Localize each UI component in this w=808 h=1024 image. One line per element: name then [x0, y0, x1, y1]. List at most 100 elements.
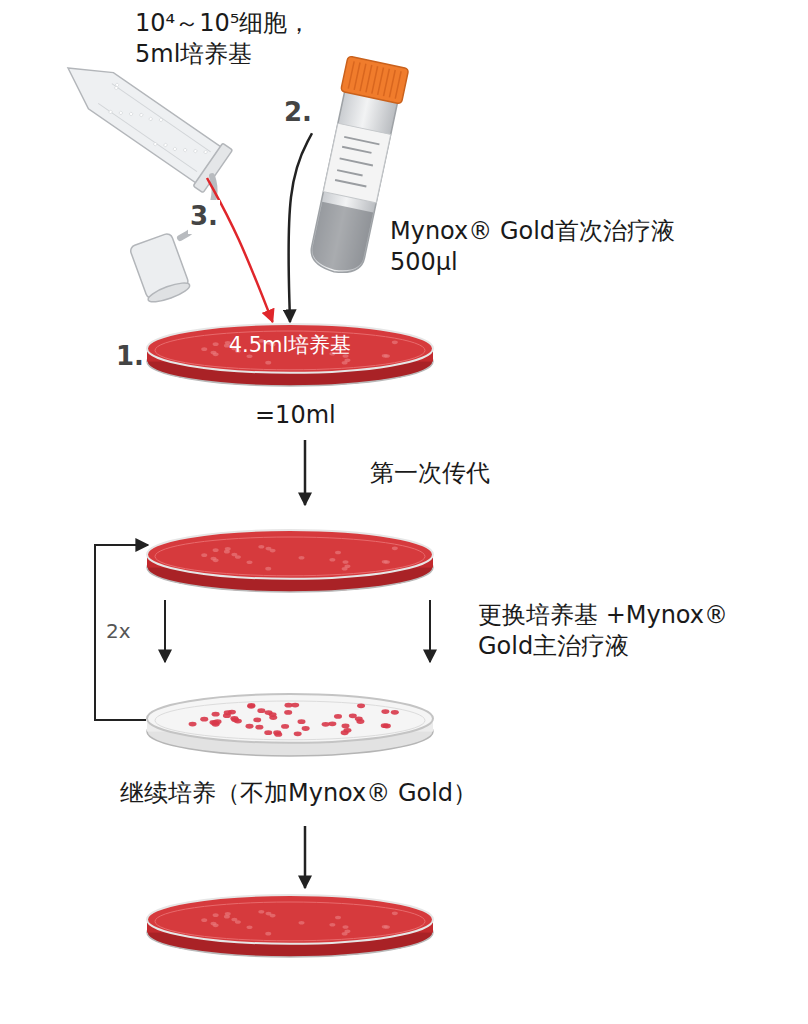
cell-dot: [264, 730, 272, 735]
cap-rib: [395, 71, 401, 98]
dish-shape: [145, 692, 435, 758]
cell-dot: [265, 710, 273, 715]
speckle: [114, 86, 118, 90]
dish-caption: 继续培养（不加Mynox® Gold）: [120, 778, 477, 809]
cell-dot: [343, 560, 349, 564]
cell-dot: [334, 714, 342, 719]
cell-dot: [235, 920, 241, 924]
volume-total: =10ml: [255, 400, 336, 431]
speckle: [183, 148, 187, 152]
cell-dot: [344, 565, 350, 569]
cell-dot: [247, 560, 253, 564]
cell-dot: [265, 932, 271, 936]
speckle: [119, 111, 123, 115]
cell-dot: [257, 708, 265, 713]
cell-dot: [274, 732, 282, 737]
cell-dot: [213, 924, 219, 928]
vial-liquid: [309, 202, 373, 275]
cell-dot: [335, 551, 341, 555]
speckle: [193, 149, 197, 153]
dish-rim: [155, 902, 425, 941]
cell-dot: [255, 725, 263, 730]
reagent-label: Mynox® Gold首次治疗液 500μl: [390, 216, 749, 278]
dish-top: [147, 895, 433, 944]
cell-dot: [213, 913, 219, 917]
cell-volume-note: 10⁴～10⁵细胞， 5ml培养基: [135, 8, 435, 70]
cell-dot: [392, 341, 398, 345]
cell-dot: [391, 710, 399, 715]
cell-dot: [258, 545, 264, 549]
cell-dot: [343, 728, 351, 733]
cell-dot: [281, 724, 289, 729]
flow-arrow: [429, 600, 431, 662]
vial-group: Mynox® Gold首次治疗液 500μl: [312, 58, 402, 273]
loop-bracket: [95, 545, 148, 720]
cell-dot: [213, 548, 219, 552]
cell-dot: [329, 923, 335, 927]
cell-dot: [258, 910, 264, 914]
dish-rim: [155, 701, 425, 740]
cell-dot: [392, 912, 398, 916]
cell-dot: [235, 555, 241, 559]
speckle: [159, 118, 163, 122]
cell-dot: [224, 550, 230, 554]
dish-medium-label: 4.5ml培养基: [145, 332, 435, 359]
dish-top: [147, 530, 433, 579]
speckle: [129, 112, 133, 116]
flow-arrow: [164, 600, 166, 662]
cell-dot: [213, 353, 219, 357]
speckle: [108, 110, 112, 114]
cell-dot: [201, 347, 207, 351]
vial-body: [308, 90, 398, 277]
flow-arrow: [304, 440, 307, 505]
cell-dot: [342, 724, 350, 729]
vial-cap-ribs: [348, 61, 401, 98]
cap-rib: [360, 64, 366, 91]
speckle: [153, 142, 157, 146]
cell-dot: [253, 718, 261, 723]
cell-dot: [265, 361, 271, 365]
cell-dot: [343, 925, 349, 929]
cell-dot: [383, 724, 391, 729]
cap-rib: [378, 68, 384, 95]
cap-rib: [384, 69, 390, 96]
speckle: [139, 113, 143, 117]
cell-dot: [247, 704, 255, 709]
cell-dot: [265, 567, 271, 571]
tube-lid: [129, 232, 192, 305]
vial-label-lines: [335, 137, 379, 188]
cell-dot: [189, 722, 197, 727]
cell-dot: [357, 703, 365, 708]
cell-dot: [302, 726, 310, 731]
tube-body: [56, 50, 226, 186]
cell-dot: [284, 710, 292, 715]
cell-dot: [214, 719, 222, 724]
step-number: 1.: [116, 340, 144, 374]
cell-dot: [212, 712, 220, 717]
cell-dot: [392, 547, 398, 551]
cell-dot: [201, 918, 207, 922]
speckle: [203, 150, 207, 154]
speckle: [173, 147, 177, 151]
cell-dot: [298, 556, 304, 560]
cap-rib: [372, 66, 378, 93]
cell-dot: [297, 719, 305, 724]
dish-rim: [155, 537, 425, 576]
cell-dot: [246, 724, 254, 729]
step-label: 第一次传代: [370, 458, 490, 489]
tube-speckles: [100, 83, 211, 173]
cell-dot: [200, 717, 208, 722]
tube-illustration: [53, 47, 232, 193]
cell-dot: [201, 553, 207, 557]
dish-top: [147, 694, 433, 743]
cap-rib: [354, 63, 360, 90]
cell-dot: [294, 731, 302, 736]
cap-rib: [348, 61, 354, 88]
cell-dot: [328, 721, 336, 726]
cell-dot: [384, 925, 390, 929]
cell-dot: [247, 925, 253, 929]
cell-dot: [266, 547, 272, 551]
cell-dot: [213, 342, 219, 346]
